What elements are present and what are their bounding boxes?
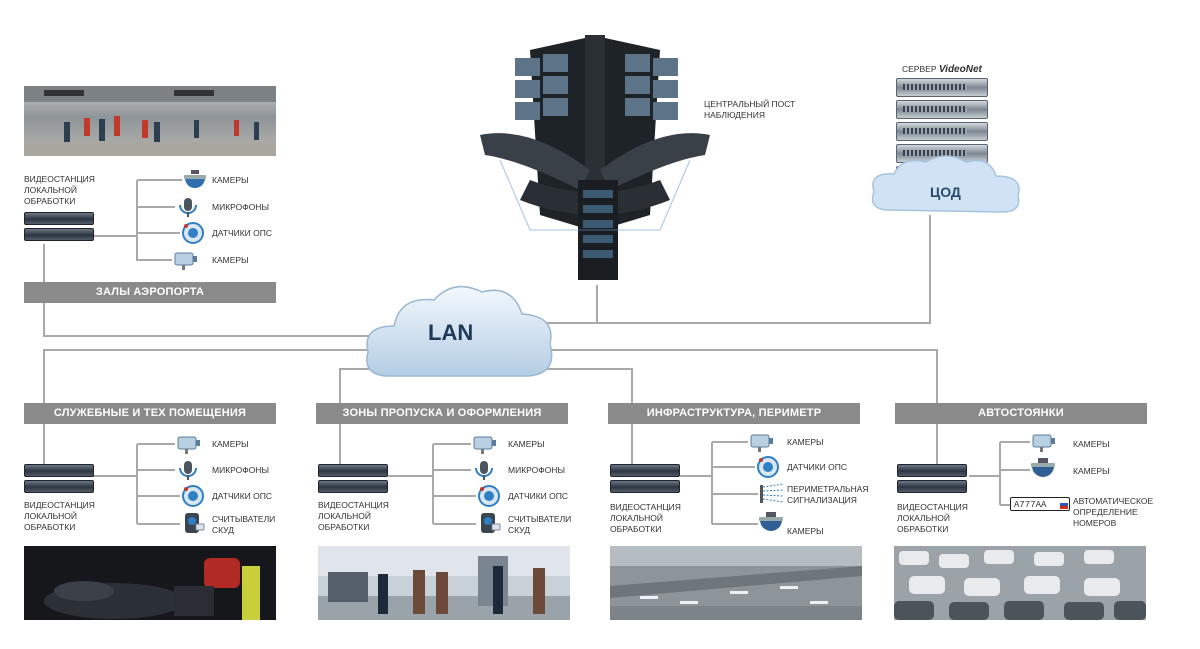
device-label: ПЕРИМЕТРАЛЬНАЯ СИГНАЛИЗАЦИЯ [787,484,869,505]
central-post-label: ЦЕНТРАЛЬНЫЙ ПОСТ НАБЛЮДЕНИЯ [704,99,796,120]
central-monitoring-console [480,35,710,280]
videonet-brand: VideoNet [938,64,982,75]
microphone-icon [475,461,493,480]
license-plate-icon: А777АА [1010,497,1070,511]
microphone-icon [179,198,197,217]
device-label: КАМЕРЫ [212,175,249,185]
box-camera-icon [1032,434,1055,452]
card-reader-icon [481,513,501,533]
sensor-icon [478,485,500,507]
device-label: КАМЕРЫ [787,526,824,536]
dome-camera-icon [759,512,783,531]
box-camera-icon [750,434,773,452]
device-label: СЧИТЫВАТЕЛИ СКУД [508,514,572,535]
device-label: АВТОМАТИЧЕСКОЕ ОПРЕДЕЛЕНИЕ НОМЕРОВ [1073,496,1154,528]
lan-label: LAN [428,320,474,345]
station-label: ВИДЕОСТАНЦИЯ ЛОКАЛЬНОЙ ОБРАБОТКИ [610,502,681,534]
sensor-icon [182,222,204,244]
device-label: КАМЕРЫ [1073,466,1110,476]
cod-cloud-icon [871,155,1020,213]
server-label: СЕРВЕР VideoNet [902,64,982,75]
airport-video-station[interactable] [24,212,94,244]
section-title: АВТОСТОЯНКИ [895,403,1147,424]
station-label: ВИДЕОСТАНЦИЯ ЛОКАЛЬНОЙ ОБРАБОТКИ [24,500,95,532]
section-title: ЗОНЫ ПРОПУСКА И ОФОРМЛЕНИЯ [316,403,568,424]
airport-hall-photo [24,86,276,156]
device-label: МИКРОФОНЫ [508,465,565,475]
dome-camera-icon [184,170,206,188]
checkpoint-photo [318,546,570,620]
infrastructure-photo [610,546,862,620]
airport-station-label: ВИДЕОСТАНЦИЯ ЛОКАЛЬНОЙ ОБРАБОТКИ [24,174,95,206]
video-station[interactable] [24,464,94,496]
device-label: СЧИТЫВАТЕЛИ СКУД [212,514,276,535]
station-label: ВИДЕОСТАНЦИЯ ЛОКАЛЬНОЙ ОБРАБОТКИ [318,500,389,532]
section-title: СЛУЖЕБНЫЕ И ТЕХ ПОМЕЩЕНИЯ [24,403,276,424]
cod-label: ЦОД [930,184,961,200]
video-station[interactable] [318,464,388,496]
device-label: КАМЕРЫ [1073,439,1110,449]
sensor-icon [757,456,779,478]
box-camera-icon [174,252,197,270]
airport-halls-title: ЗАЛЫ АЭРОПОРТА [24,282,276,303]
box-camera-icon [473,436,496,454]
device-label: ДАТЧИКИ ОПС [787,462,848,472]
device-label: КАМЕРЫ [212,439,249,449]
device-label: КАМЕРЫ [508,439,545,449]
microphone-icon [179,461,197,480]
device-label: ДАТЧИКИ ОПС [212,228,273,238]
device-label: МИКРОФОНЫ [212,465,269,475]
device-label: ДАТЧИКИ ОПС [508,491,569,501]
device-label: КАМЕРЫ [212,255,249,265]
parking-photo [894,546,1146,620]
station-label: ВИДЕОСТАНЦИЯ ЛОКАЛЬНОЙ ОБРАБОТКИ [897,502,968,534]
device-label: МИКРОФОНЫ [212,202,269,212]
lan-cloud-icon [366,285,553,377]
box-camera-icon [177,436,200,454]
device-label: КАМЕРЫ [787,437,824,447]
sensor-icon [182,485,204,507]
perimeter-icon [760,483,784,503]
card-reader-icon [185,513,205,533]
device-label: ДАТЧИКИ ОПС [212,491,273,501]
section-title: ИНФРАСТРУКТУРА, ПЕРИМЕТР [608,403,860,424]
video-station[interactable] [897,464,967,496]
service-rooms-photo [24,546,276,620]
dome-camera-icon [1031,458,1055,477]
video-station[interactable] [610,464,680,496]
